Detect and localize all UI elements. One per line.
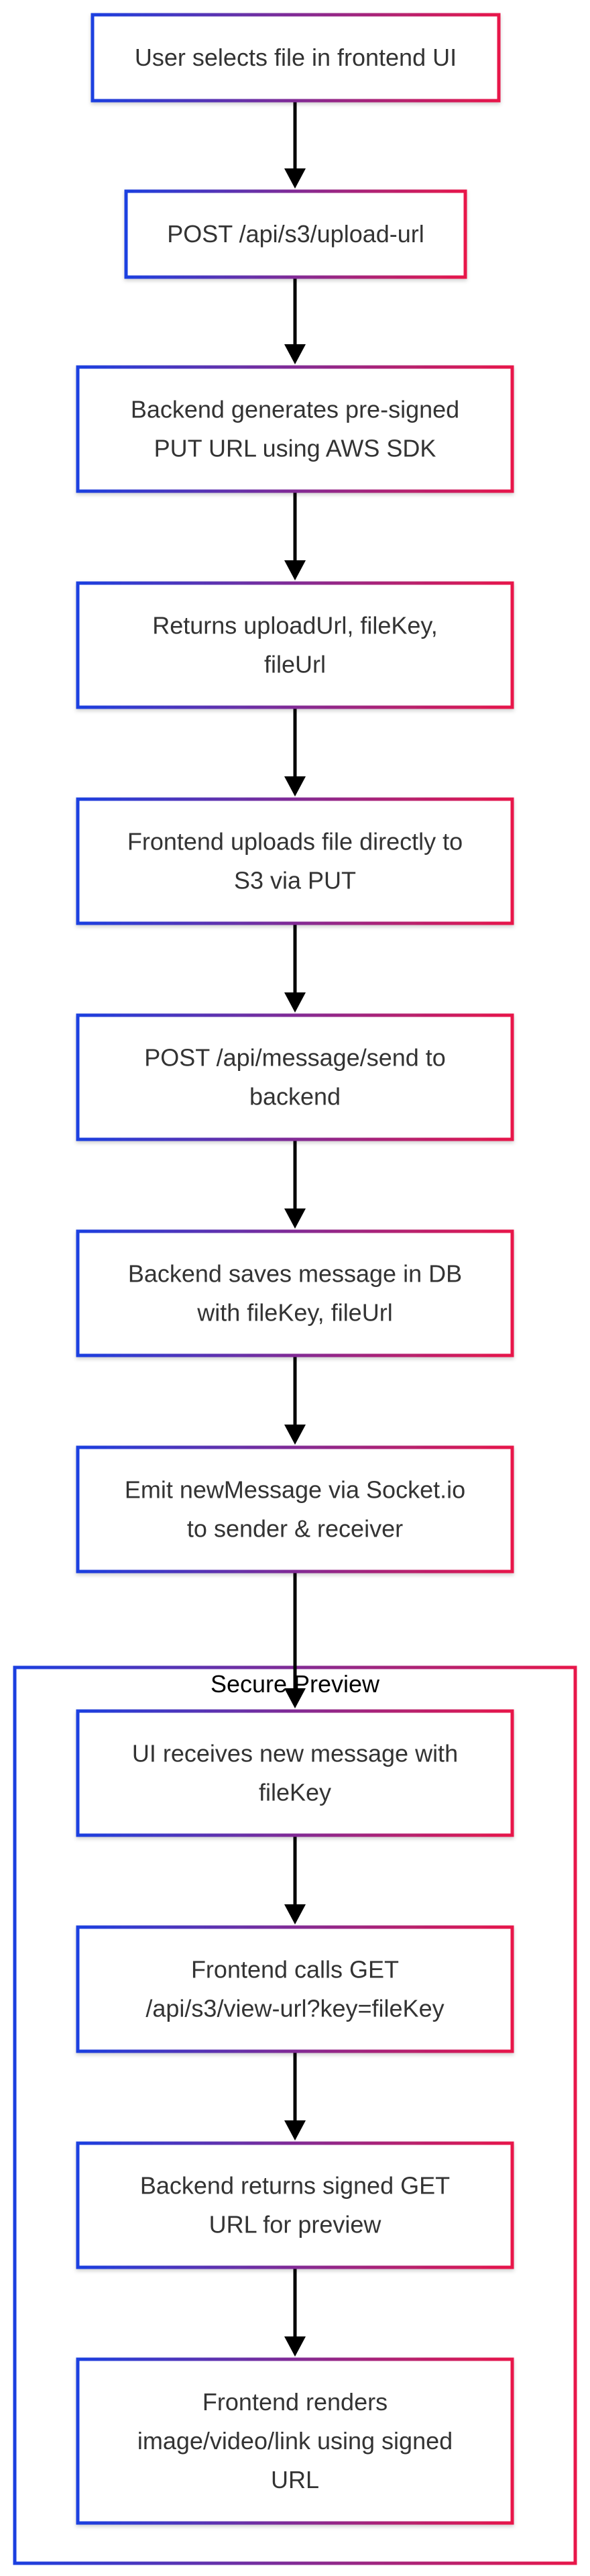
node-box (124, 189, 467, 279)
node-label: Backend generates pre-signed (131, 396, 459, 423)
node-box (76, 1445, 514, 1574)
node-label: URL (271, 2466, 319, 2493)
node-label: image/video/link using signed (137, 2427, 453, 2455)
node-box (76, 797, 514, 925)
flow-node: Backend saves message in DB with fileKey,… (76, 1229, 514, 1357)
node-label: fileKey (259, 1779, 331, 1806)
node-box (91, 13, 501, 103)
arrowhead (284, 2336, 306, 2357)
flow-node: Emit newMessage via Socket.io to sender &… (76, 1445, 514, 1574)
flow-node: Frontend uploads file directly to S3 via … (76, 797, 514, 925)
arrowhead (284, 560, 306, 580)
node-label: POST /api/message/send to (144, 1044, 446, 1072)
node-label: Emit newMessage via Socket.io (125, 1476, 465, 1504)
node-label: UI receives new message with (132, 1740, 458, 1767)
node-box (76, 1709, 514, 1837)
node-label: Frontend uploads file directly to (127, 828, 463, 856)
arrowhead (284, 776, 306, 796)
flow-node: User selects file in frontend UI (91, 13, 501, 103)
flow-node: UI receives new message with fileKey (76, 1709, 514, 1837)
edges (284, 101, 306, 2357)
flow-node: Backend returns signed GET URL for previe… (76, 2141, 514, 2269)
node-label: Returns uploadUrl, fileKey, (152, 612, 438, 639)
node-label: User selects file in frontend UI (135, 44, 457, 71)
flow-node: Frontend renders image/video/link using s… (76, 2357, 514, 2525)
node-label: S3 via PUT (234, 867, 356, 894)
arrowhead (284, 1425, 306, 1445)
node-box (76, 2141, 514, 2269)
node-box (76, 365, 514, 493)
arrowhead (284, 1688, 306, 1708)
arrowhead (284, 2120, 306, 2141)
arrowhead (284, 344, 306, 364)
node-box (76, 581, 514, 709)
node-label: with fileKey, fileUrl (196, 1299, 392, 1327)
node-label: POST /api/s3/upload-url (167, 220, 424, 248)
nodes: User selects file in frontend UI POST /ap… (76, 13, 514, 2525)
node-label: Frontend calls GET (191, 1956, 399, 1983)
node-label: to sender & receiver (187, 1515, 403, 1543)
node-box (76, 1229, 514, 1357)
node-label: backend (249, 1083, 341, 1111)
node-box (76, 1013, 514, 1141)
arrowhead (284, 1904, 306, 1924)
node-label: PUT URL using AWS SDK (154, 435, 436, 462)
arrowhead (284, 1208, 306, 1229)
arrowhead (284, 168, 306, 189)
node-label: fileUrl (264, 651, 326, 678)
node-box (76, 1925, 514, 2053)
node-label: /api/s3/view-url?key=fileKey (145, 1995, 444, 2022)
flow-node: POST /api/message/send to backend (76, 1013, 514, 1141)
node-label: URL for preview (209, 2211, 382, 2238)
flow-node: POST /api/s3/upload-url (124, 189, 467, 279)
flow-node: Frontend calls GET/api/s3/view-url?key=f… (76, 1925, 514, 2053)
node-box (76, 2357, 514, 2525)
node-label: Backend saves message in DB (128, 1260, 462, 1288)
flow-node: Returns uploadUrl, fileKey, fileUrl (76, 581, 514, 709)
arrowhead (284, 992, 306, 1013)
node-label: Frontend renders (202, 2388, 388, 2416)
node-label: Backend returns signed GET (140, 2172, 450, 2200)
